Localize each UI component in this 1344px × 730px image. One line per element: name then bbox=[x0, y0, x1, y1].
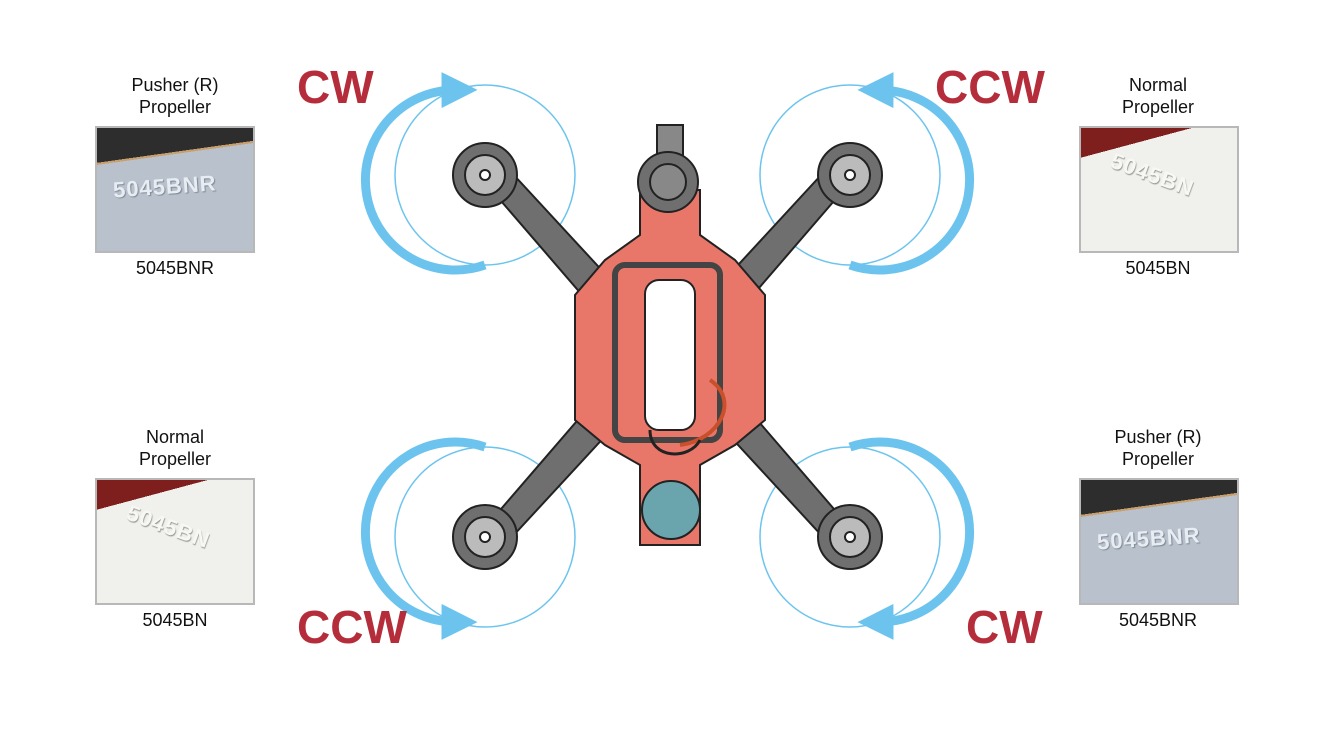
direction-bottom-right: CW bbox=[966, 601, 1043, 653]
label-line1: Normal bbox=[145, 427, 204, 447]
propeller-photo-bottom-left: 5045BN bbox=[95, 478, 255, 605]
propeller-label-top-left: Pusher (R)Propeller bbox=[85, 74, 265, 118]
direction-bottom-left: CCW bbox=[297, 601, 407, 653]
propeller-label-bottom-right: Pusher (R)Propeller bbox=[1068, 426, 1248, 470]
photo-stamp: 5045BNR bbox=[112, 170, 218, 203]
drone-frame bbox=[574, 124, 766, 546]
direction-top-right: CCW bbox=[935, 61, 1045, 113]
label-line2: Propeller bbox=[1121, 97, 1195, 117]
photo-stamp: 5045BNR bbox=[1096, 522, 1202, 555]
label-line1: Pusher (R) bbox=[131, 75, 219, 95]
propeller-photo-bottom-right: 5045BNR bbox=[1079, 478, 1239, 605]
propeller-photo-top-right: 5045BN bbox=[1079, 126, 1239, 253]
motors bbox=[452, 142, 883, 570]
propeller-code-bottom-left: 5045BN bbox=[142, 610, 208, 630]
label-line2: Propeller bbox=[138, 97, 212, 117]
photo-stamp: 5045BN bbox=[123, 499, 214, 554]
label-line2: Propeller bbox=[138, 449, 212, 469]
label-line1: Pusher (R) bbox=[1114, 427, 1202, 447]
label-line1: Normal bbox=[1128, 75, 1187, 95]
direction-top-left: CW bbox=[297, 61, 374, 113]
rotation-arrow-bottom-left bbox=[360, 437, 576, 640]
label-line2: Propeller bbox=[1121, 449, 1195, 469]
rotation-arrow-bottom-right bbox=[759, 437, 975, 640]
propeller-photo-top-left: 5045BNR bbox=[95, 126, 255, 253]
propeller-code-top-right: 5045BN bbox=[1125, 258, 1191, 278]
rotation-arrow-top-left bbox=[360, 72, 576, 275]
propeller-code-top-left: 5045BNR bbox=[135, 258, 215, 278]
rotation-arrow-top-right bbox=[759, 72, 975, 275]
photo-stamp: 5045BN bbox=[1107, 147, 1198, 202]
propeller-code-bottom-right: 5045BNR bbox=[1118, 610, 1198, 630]
